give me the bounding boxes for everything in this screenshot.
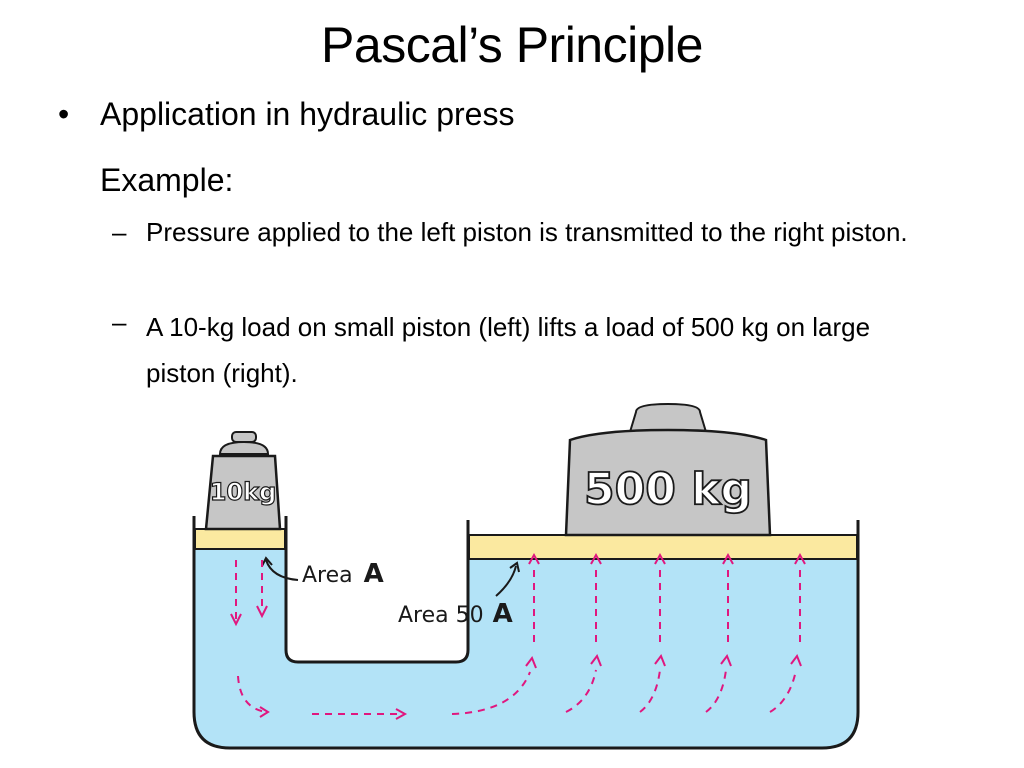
slide-title: Pascal’s Principle (321, 17, 703, 73)
small-weight-label: 10kg (210, 478, 277, 506)
svg-text:Area 50 A: Area 50 A (398, 599, 513, 629)
bullet-text: Application in hydraulic press (100, 96, 515, 132)
container-outline (192, 516, 860, 750)
bullet-marker: • (58, 96, 70, 132)
area-large-letter: A (493, 599, 513, 629)
area-small-letter: A (364, 559, 384, 589)
pressure-arrow-curve-6 (769, 669, 797, 713)
pressure-arrowheads (230, 552, 806, 720)
area-small-prefix: Area (302, 563, 353, 588)
pressure-arrow-curve-2 (451, 671, 531, 715)
pressure-arrow-curve-1 (237, 675, 267, 713)
svg-text:Area A: Area A (302, 559, 384, 589)
subbullet-text-1: Pressure applied to the left piston is t… (146, 217, 908, 247)
area-large-annotation: Area 50 A (398, 561, 520, 629)
large-weight-label: 500 kg (584, 464, 752, 515)
subbullet-dash-2: – (112, 307, 127, 337)
subbullet-text-2: A 10-kg load on small piston (left) lift… (146, 312, 871, 388)
pressure-arrow-curve-4 (639, 669, 661, 713)
pressure-arrow-curve-5 (705, 669, 727, 713)
small-weight: 10kg (204, 431, 282, 531)
pressure-arrow-curve-3 (565, 669, 597, 713)
subbullet-dash-1: – (112, 217, 127, 247)
pressure-arrows (235, 560, 801, 715)
hydraulic-fluid (194, 548, 858, 748)
area-large-prefix: Area 50 (398, 603, 484, 628)
example-label: Example: (100, 162, 234, 198)
large-weight: 500 kg (564, 402, 772, 537)
area-small-annotation: Area A (261, 556, 384, 589)
connecting-channel-top (284, 516, 470, 664)
small-piston (194, 528, 286, 550)
